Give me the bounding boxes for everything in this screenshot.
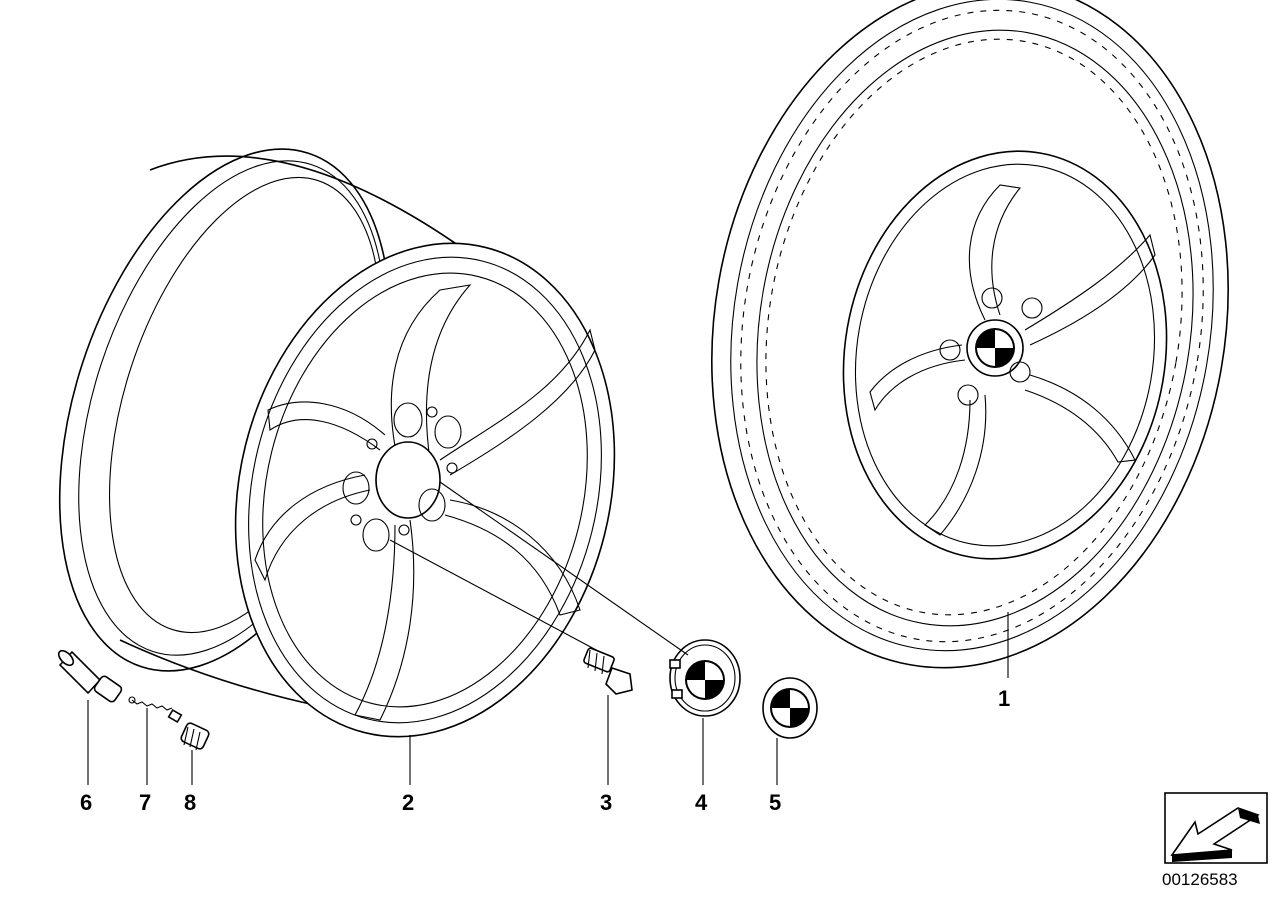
wheel-bolt-part-3 bbox=[583, 647, 633, 695]
callout-6: 6 bbox=[80, 790, 92, 815]
wheel-assembly-part-1 bbox=[711, 0, 1229, 669]
hub-cap-part-4 bbox=[669, 639, 741, 717]
emblem-part-5 bbox=[762, 677, 818, 739]
callout-3: 3 bbox=[600, 790, 612, 815]
callout-4: 4 bbox=[695, 790, 708, 815]
callout-8: 8 bbox=[184, 790, 196, 815]
orientation-arrow-icon bbox=[1164, 792, 1268, 864]
callout-7: 7 bbox=[139, 790, 151, 815]
diagram-id: 00126583 bbox=[1162, 870, 1238, 889]
valve-part-6 bbox=[57, 649, 123, 703]
rim-part-2 bbox=[58, 148, 616, 738]
callout-1: 1 bbox=[998, 686, 1010, 711]
callout-5: 5 bbox=[769, 790, 781, 815]
leader-lines bbox=[87, 481, 1009, 785]
callout-2: 2 bbox=[402, 790, 414, 815]
valve-cap-part-8 bbox=[180, 722, 210, 751]
valve-core-part-7 bbox=[128, 696, 183, 724]
